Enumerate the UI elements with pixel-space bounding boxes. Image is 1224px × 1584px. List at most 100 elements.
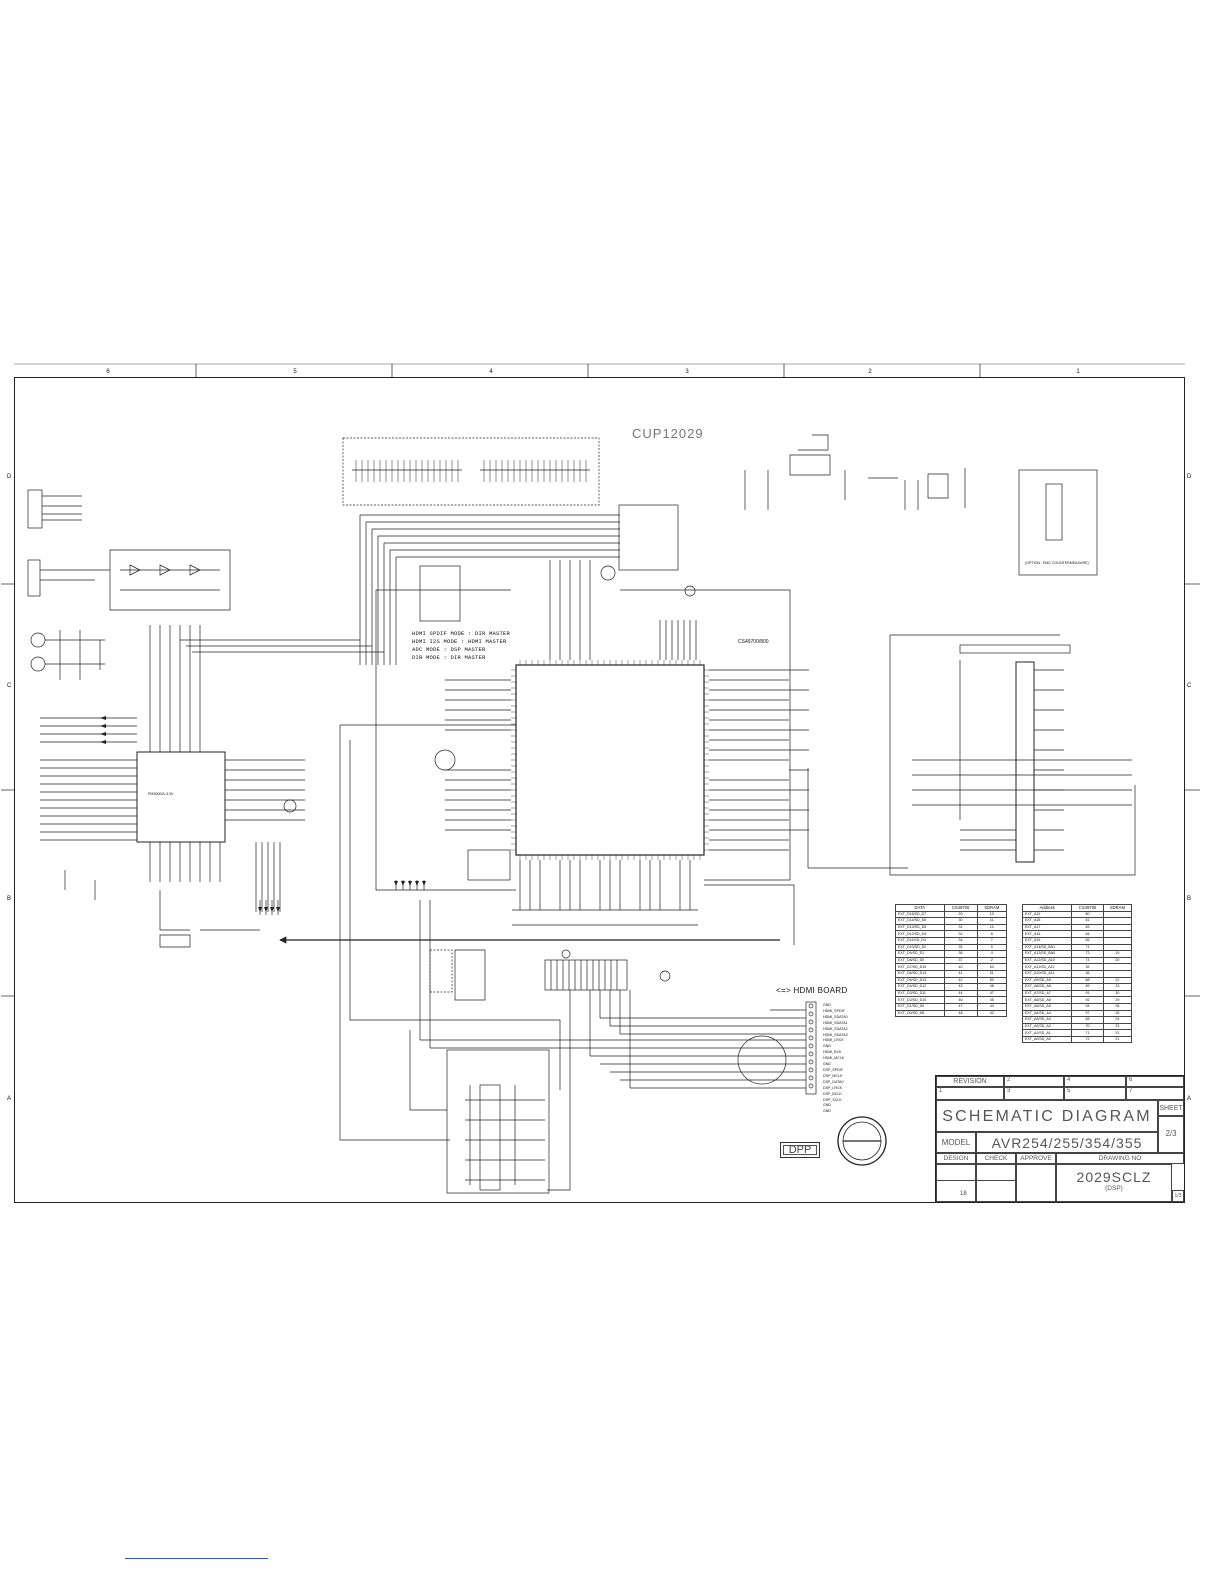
- zone-marker-3: 3: [685, 369, 689, 375]
- address-table-cell: 22: [1102, 1029, 1133, 1037]
- address-table-cell: 85: [1071, 936, 1104, 945]
- drawing-title: SCHEMATIC DIAGRAM: [936, 1100, 1158, 1132]
- sheet-fraction: 2/3: [1158, 1116, 1184, 1153]
- revision-number-3: 3: [1004, 1087, 1064, 1100]
- data-table-cell: EXT_D0/SD_D8: [895, 1009, 945, 1018]
- address-table-cell: 71: [1071, 943, 1104, 952]
- data-table-cell: 44: [976, 1002, 1007, 1011]
- zone-side-right-a: A: [1187, 1096, 1192, 1102]
- address-table-cell: 35: [1071, 963, 1104, 971]
- data-table-cell: EXT_D5/SD_D13: [895, 976, 945, 985]
- data-table-cell: 42: [976, 1009, 1007, 1018]
- data-table-cell: EXT_D7/SD_D15: [895, 963, 945, 971]
- zone-marker-2: 2: [868, 369, 872, 375]
- data-table-cell: 53: [976, 963, 1007, 971]
- address-table-cell: EXT_A0/SD_A0: [1021, 1035, 1073, 1044]
- hdmi-signal-label: GND: [823, 1044, 831, 1049]
- data-table-cell: 45: [976, 996, 1007, 1004]
- zone-side-right-b: B: [1187, 896, 1192, 902]
- option-note: (OPTION : EMC COUNTERMEASURE): [1025, 561, 1089, 565]
- address-table-header-cell: Address: [1021, 904, 1073, 912]
- data-table-cell: 8: [976, 930, 1007, 938]
- adc-chip-label: PM3000/A-3.3V: [148, 792, 174, 796]
- data-table-cell: 51: [976, 969, 1007, 978]
- hdmi-signal-label: GND: [823, 1103, 831, 1108]
- data-table-header-cell: DATA: [895, 904, 945, 912]
- address-table-cell: 26: [1102, 1009, 1133, 1018]
- data-table-cell: EXT_D3/SD_D11: [895, 989, 945, 998]
- data-table-header-cell: CS49700: [943, 904, 978, 912]
- revision-number-2: 2: [1004, 1076, 1064, 1087]
- data-table-cell: 11: [976, 917, 1007, 925]
- zone-side-left-d: D: [7, 474, 12, 480]
- address-table-cell: 65: [1071, 1016, 1104, 1024]
- address-table-cell: 28: [1102, 1002, 1133, 1011]
- hdmi-signal-label: DSP_SPDIF: [823, 1067, 843, 1072]
- address-table-cell: EXT_A8/SD_A8: [1021, 983, 1073, 991]
- address-table-header-cell: SDRAM: [1102, 904, 1133, 912]
- hdmi-signal-label: DSP_BCLK: [823, 1091, 842, 1096]
- address-table-cell: 19: [1102, 950, 1133, 958]
- data-table-cell: 13: [976, 910, 1007, 919]
- data-table-cell: EXT_D1/SD_D9: [895, 1002, 945, 1011]
- data-table-cell: EXT_D15/SD_D7: [895, 910, 945, 919]
- data-table-cell: EXT_D14/SD_D6: [895, 917, 945, 925]
- zone-marker-5: 5: [293, 369, 297, 375]
- page-number: 18: [960, 1191, 967, 1197]
- data-table-cell: 43: [943, 983, 978, 991]
- drawing-no-label: DRAWING NO: [1056, 1153, 1184, 1164]
- data-table-cell: 47: [943, 1002, 978, 1011]
- address-table-cell: EXT_A13/SD_BA0: [1021, 950, 1073, 958]
- model-value: AVR254/255/354/355: [976, 1132, 1158, 1153]
- hdmi-signal-label: GND: [823, 1003, 831, 1007]
- data-table-cell: 47: [976, 989, 1007, 998]
- address-table-cell: 88: [1071, 976, 1104, 985]
- address-table-cell: 36: [1071, 969, 1104, 978]
- address-table-cell: 72: [1071, 1035, 1104, 1044]
- data-table-cell: 35: [943, 943, 978, 952]
- mode-note-list: HDMI SPDIF MODE : DIR MASTER HDMI I2S MO…: [412, 630, 510, 662]
- address-table-cell: 29: [1102, 996, 1133, 1004]
- address-table-cell: 74: [1071, 956, 1104, 965]
- mode-note-4: DIR MODE : DIR MASTER: [412, 654, 486, 661]
- schematic-sheet-border: [14, 377, 1185, 1203]
- address-table-cell: [1102, 923, 1133, 932]
- data-table-cell: 4: [976, 950, 1007, 958]
- address-table-cell: 21: [1102, 1035, 1133, 1044]
- hdmi-signal-label: HDMI_SDATA0: [823, 1014, 848, 1019]
- data-table-cell: EXT_D2/SD_D10: [895, 996, 945, 1004]
- address-table-cell: 71: [1071, 1029, 1104, 1037]
- address-table-cell: 81: [1071, 917, 1104, 925]
- address-table-cell: 30: [1102, 989, 1133, 998]
- data-table-cell: 40: [943, 963, 978, 971]
- data-table-cell: 48: [976, 983, 1007, 991]
- data-table-cell: 30: [943, 917, 978, 925]
- address-table-cell: EXT_A14/SD_BA1: [1021, 943, 1073, 952]
- data-table-cell: 41: [943, 969, 978, 978]
- check-label: CHECK: [976, 1153, 1016, 1164]
- data-table-cell: EXT_D11/SD_D3: [895, 936, 945, 945]
- address-table-cell: 89: [1071, 983, 1104, 991]
- zone-marker-4: 4: [489, 369, 493, 375]
- drawing-number-cell: 2029SCLZ (DSP): [1056, 1164, 1172, 1202]
- footer-link-underline: [125, 1558, 268, 1559]
